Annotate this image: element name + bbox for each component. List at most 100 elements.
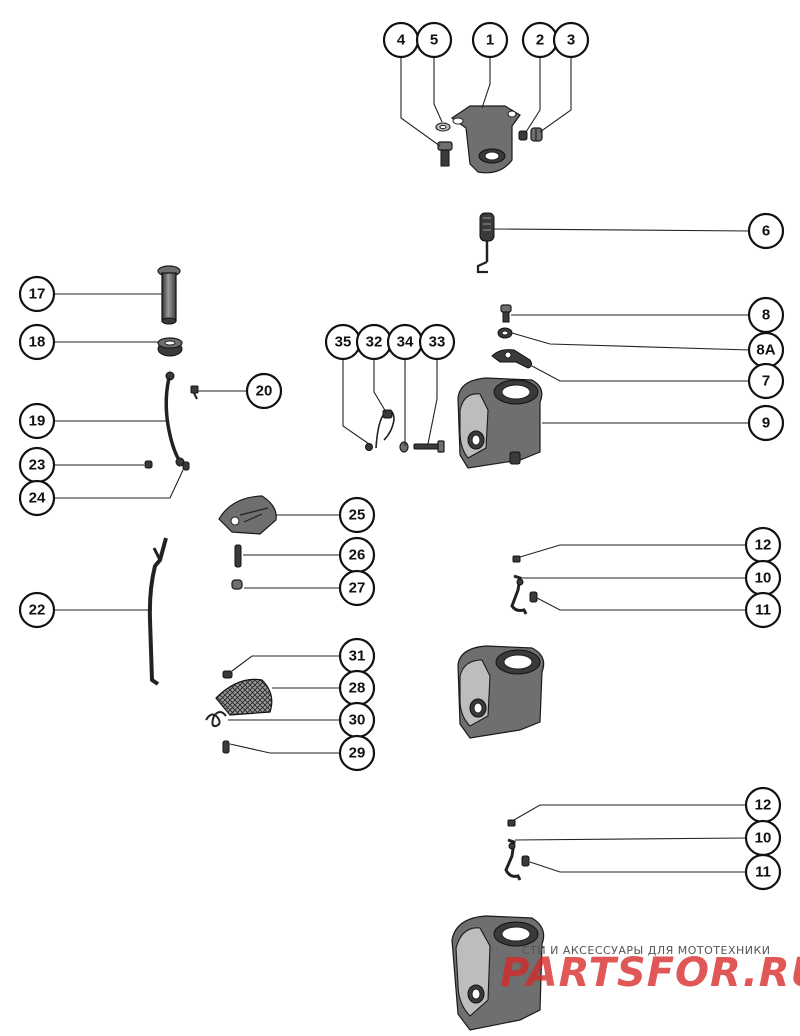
part-9-carburetor-body xyxy=(457,377,543,469)
part-11-lower-screw xyxy=(521,855,530,867)
part-3-nut xyxy=(530,127,543,142)
carburetor-body-bottom xyxy=(451,915,545,1031)
callout-11-upper: 11 xyxy=(744,591,782,629)
callout-32: 32 xyxy=(355,323,393,361)
callout-20-label: 20 xyxy=(256,383,273,400)
callout-32-label: 32 xyxy=(366,334,383,351)
callout-27: 27 xyxy=(338,569,376,607)
callout-30-label: 30 xyxy=(349,712,366,729)
callout-26: 26 xyxy=(338,536,376,574)
part-23-clip xyxy=(144,460,153,469)
callout-10-lower: 10 xyxy=(744,819,782,857)
part-22-lever xyxy=(147,537,168,686)
callout-31-label: 31 xyxy=(349,648,366,665)
callout-3-label: 3 xyxy=(567,32,575,49)
part-28-screen xyxy=(215,678,273,716)
callout-33: 33 xyxy=(418,323,456,361)
callout-34-label: 34 xyxy=(397,334,414,351)
callout-30: 30 xyxy=(338,701,376,739)
callout-12-upper-label: 12 xyxy=(755,537,772,554)
callout-8: 8 xyxy=(747,296,785,334)
callout-27-label: 27 xyxy=(349,580,366,597)
part-17-sleeve xyxy=(157,265,181,325)
part-18-grommet xyxy=(157,337,183,357)
callout-31: 31 xyxy=(338,637,376,675)
callout-12-lower: 12 xyxy=(744,786,782,824)
callout-8a: 8A xyxy=(747,331,785,369)
part-12-upper-clip xyxy=(512,555,521,563)
callout-23-label: 23 xyxy=(29,457,46,474)
callout-29: 29 xyxy=(338,734,376,772)
callout-3: 3 xyxy=(552,21,590,59)
part-29-screw xyxy=(222,740,230,754)
part-27-nut xyxy=(231,579,243,590)
callout-35: 35 xyxy=(324,323,362,361)
watermark-logo: PARTSFOR.RU xyxy=(500,950,800,996)
leader-lines xyxy=(20,57,751,873)
part-34-washer xyxy=(399,441,409,453)
callout-6: 6 xyxy=(747,212,785,250)
callout-2-label: 2 xyxy=(536,32,544,49)
callout-24-label: 24 xyxy=(29,490,46,507)
callout-22-label: 22 xyxy=(29,602,46,619)
callout-2: 2 xyxy=(521,21,559,59)
callout-17-label: 17 xyxy=(29,286,46,303)
part-11-upper-screw xyxy=(529,591,538,603)
part-32-spring-clip xyxy=(375,409,395,449)
callout-8a-label: 8A xyxy=(756,342,775,359)
callout-4-label: 4 xyxy=(397,32,406,49)
callout-9-label: 9 xyxy=(762,415,770,432)
callout-17: 17 xyxy=(18,275,56,313)
part-31-nut xyxy=(222,670,233,679)
callout-1-label: 1 xyxy=(486,32,494,49)
callout-29-label: 29 xyxy=(349,745,366,762)
part-35-ball xyxy=(365,443,373,451)
callout-12-upper: 12 xyxy=(744,526,782,564)
callout-24: 24 xyxy=(18,479,56,517)
callout-18-label: 18 xyxy=(29,334,46,351)
callout-25: 25 xyxy=(338,496,376,534)
callout-11-upper-label: 11 xyxy=(755,602,771,619)
callout-22: 22 xyxy=(18,591,56,629)
callout-26-label: 26 xyxy=(349,547,366,564)
part-8-screw xyxy=(500,304,512,323)
part-33-screw xyxy=(413,440,445,453)
callout-7: 7 xyxy=(747,362,785,400)
callout-12-lower-label: 12 xyxy=(755,797,772,814)
callout-35-label: 35 xyxy=(335,334,352,351)
callout-10-upper-label: 10 xyxy=(755,570,772,587)
callout-11-lower: 11 xyxy=(744,853,782,891)
part-2-nipple xyxy=(518,130,528,141)
part-10-lower-lever xyxy=(504,838,522,881)
callout-23: 23 xyxy=(18,446,56,484)
callout-9: 9 xyxy=(747,404,785,442)
callout-8-label: 8 xyxy=(762,307,770,324)
part-1-flange xyxy=(450,105,521,174)
part-25-cam-lever xyxy=(218,495,277,535)
part-19-link-rod xyxy=(164,371,185,467)
callout-5: 5 xyxy=(415,21,453,59)
callout-25-label: 25 xyxy=(349,507,366,524)
callout-5-label: 5 xyxy=(430,32,438,49)
callout-10-upper: 10 xyxy=(744,559,782,597)
part-20-screw xyxy=(190,385,199,400)
callout-4: 4 xyxy=(382,21,420,59)
callout-6-label: 6 xyxy=(762,223,770,240)
callout-19-label: 19 xyxy=(29,413,46,430)
callout-7-label: 7 xyxy=(762,373,770,390)
part-6-plunger xyxy=(476,212,495,274)
callout-19: 19 xyxy=(18,402,56,440)
callout-34: 34 xyxy=(386,323,424,361)
callout-28: 28 xyxy=(338,669,376,707)
callout-20: 20 xyxy=(245,372,283,410)
callout-33-label: 33 xyxy=(429,334,446,351)
part-10-upper-lever xyxy=(510,574,528,615)
part-5-washer xyxy=(435,122,451,132)
callout-10-lower-label: 10 xyxy=(755,830,772,847)
part-26-pin xyxy=(234,544,242,568)
callout-18: 18 xyxy=(18,323,56,361)
carburetor-body-middle xyxy=(457,645,545,739)
part-4-screw xyxy=(437,141,453,167)
part-8a-washer xyxy=(497,327,513,339)
